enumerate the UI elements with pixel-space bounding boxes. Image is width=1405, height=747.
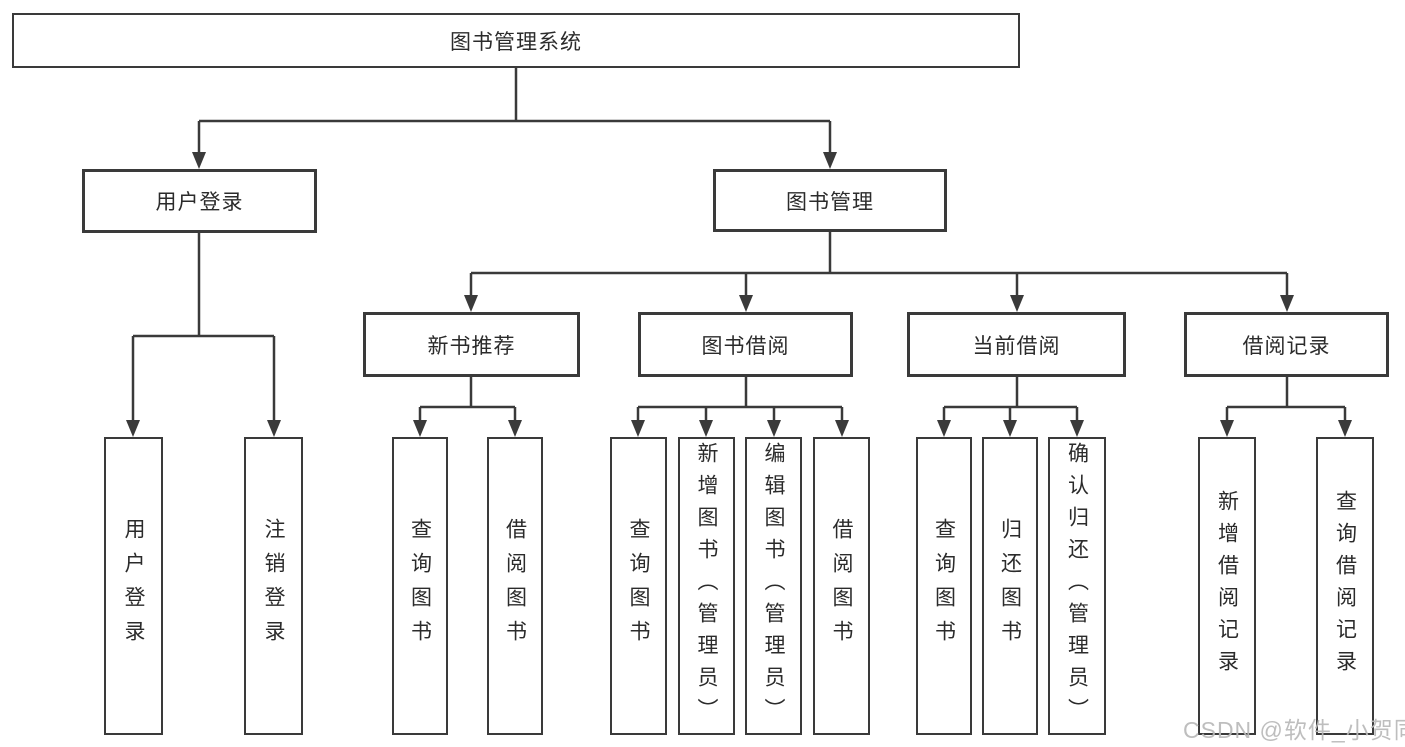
node-book-management: 图书管理	[713, 169, 947, 232]
node-borrow-records: 借阅记录	[1184, 312, 1389, 377]
node-leaf-borrow-books-label: 借阅图书	[830, 518, 853, 654]
node-user-login: 用户登录	[82, 169, 317, 233]
node-leaf-confirm-return-admin-label: 确认归还（管理员）	[1065, 442, 1089, 730]
node-leaf-edit-books-admin: 编辑图书（管理员）	[745, 437, 802, 735]
node-root-system: 图书管理系统	[12, 13, 1020, 68]
node-book-borrowing-label: 图书借阅	[701, 334, 790, 358]
node-leaf-return-books: 归还图书	[982, 437, 1038, 735]
node-user-login-label: 用户登录	[155, 191, 244, 214]
node-leaf-user-login-label: 用户登录	[122, 518, 145, 654]
node-current-borrowing: 当前借阅	[907, 312, 1126, 377]
node-new-book-recommend: 新书推荐	[363, 312, 580, 377]
node-leaf-query-books-recommend: 查询图书	[392, 437, 448, 735]
node-leaf-confirm-return-admin: 确认归还（管理员）	[1048, 437, 1106, 735]
node-current-borrowing-label: 当前借阅	[972, 334, 1061, 358]
node-leaf-add-books-admin: 新增图书（管理员）	[678, 437, 735, 735]
csdn-watermark: CSDN @软件_小贺同学	[1183, 717, 1405, 743]
node-book-management-label: 图书管理	[786, 190, 874, 214]
node-root-system-label: 图书管理系统	[450, 30, 582, 54]
node-leaf-user-login: 用户登录	[104, 437, 163, 735]
node-leaf-query-books-recommend-label: 查询图书	[408, 518, 432, 654]
node-leaf-borrow-books-recommend: 借阅图书	[487, 437, 543, 735]
node-leaf-query-books-current-label: 查询图书	[932, 518, 956, 654]
node-leaf-query-borrow-record-label: 查询借阅记录	[1333, 490, 1357, 682]
node-leaf-query-books-borrow-label: 查询图书	[627, 518, 650, 654]
node-borrow-records-label: 借阅记录	[1242, 334, 1331, 358]
node-leaf-logout-label: 注销登录	[262, 518, 285, 654]
node-leaf-add-borrow-record-label: 新增借阅记录	[1215, 490, 1239, 682]
node-leaf-borrow-books: 借阅图书	[813, 437, 870, 735]
node-leaf-add-books-admin-label: 新增图书（管理员）	[695, 442, 718, 730]
node-leaf-logout: 注销登录	[244, 437, 303, 735]
node-leaf-query-books-current: 查询图书	[916, 437, 972, 735]
node-new-book-recommend-label: 新书推荐	[427, 334, 516, 358]
node-leaf-query-borrow-record: 查询借阅记录	[1316, 437, 1374, 735]
node-leaf-return-books-label: 归还图书	[998, 518, 1022, 654]
node-leaf-borrow-books-recommend-label: 借阅图书	[503, 518, 527, 654]
node-book-borrowing: 图书借阅	[638, 312, 853, 377]
node-leaf-add-borrow-record: 新增借阅记录	[1198, 437, 1256, 735]
node-leaf-edit-books-admin-label: 编辑图书（管理员）	[762, 442, 785, 730]
node-leaf-query-books-borrow: 查询图书	[610, 437, 667, 735]
